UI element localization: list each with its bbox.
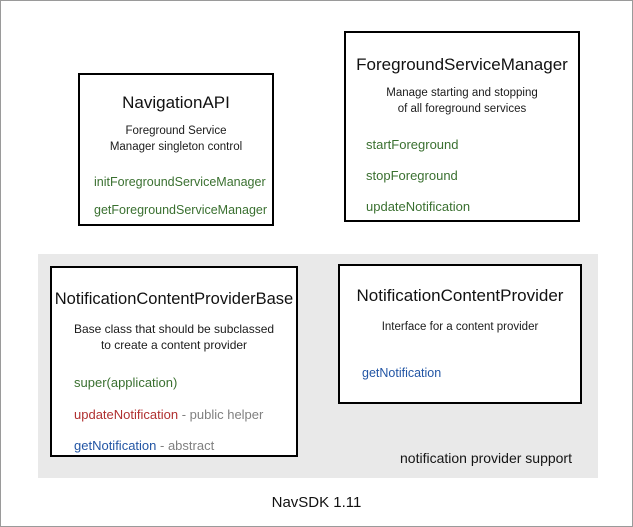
description-line: Foreground Service xyxy=(125,125,227,138)
class-title-foreground-service-manager: ForegroundServiceManager xyxy=(356,55,568,74)
group-caption: notification provider support xyxy=(400,450,572,466)
class-box-notification-content-provider-base[interactable]: NotificationContentProviderBase Base cla… xyxy=(50,266,298,457)
description-line: Base class that should be subclassed xyxy=(73,321,275,336)
method-list-notification-content-provider: getNotification xyxy=(340,366,580,381)
method-row[interactable]: getNotification - abstract xyxy=(74,438,296,454)
class-box-foreground-service-manager[interactable]: ForegroundServiceManager Manage starting… xyxy=(344,31,580,222)
method-list-navigation-api: initForegroundServiceManager getForegrou… xyxy=(80,175,272,218)
method-list-notification-content-provider-base: super(application) updateNotification - … xyxy=(52,375,296,454)
description-line: Manager singleton control xyxy=(109,140,243,153)
description-line: of all foreground services xyxy=(397,102,527,115)
method-row[interactable]: getNotification xyxy=(362,366,580,381)
class-description-navigation-api: Foreground Service Manager singleton con… xyxy=(80,124,272,155)
description-line: to create a content provider xyxy=(100,337,248,352)
class-title-notification-content-provider: NotificationContentProvider xyxy=(356,286,564,305)
class-box-navigation-api[interactable]: NavigationAPI Foreground Service Manager… xyxy=(78,73,274,226)
method-row[interactable]: updateNotification xyxy=(366,199,578,215)
method-name: getNotification xyxy=(362,365,442,380)
class-description-foreground-service-manager: Manage starting and stopping of all fore… xyxy=(346,86,578,117)
method-note: - public helper xyxy=(178,406,264,422)
footer-version-label: NavSDK 1.11 xyxy=(271,494,362,511)
method-name: super(application) xyxy=(74,375,178,391)
class-description-notification-content-provider: Interface for a content provider xyxy=(340,320,580,336)
method-row[interactable]: updateNotification - public helper xyxy=(74,407,296,423)
method-row[interactable]: super(application) xyxy=(74,375,296,391)
method-name: initForegroundServiceManager xyxy=(94,175,266,190)
method-row[interactable]: initForegroundServiceManager xyxy=(94,175,272,190)
method-list-foreground-service-manager: startForeground stopForeground updateNot… xyxy=(346,137,578,214)
method-name: getForegroundServiceManager xyxy=(94,203,268,218)
class-box-notification-content-provider[interactable]: NotificationContentProvider Interface fo… xyxy=(338,264,582,404)
method-name: updateNotification xyxy=(74,406,179,422)
method-row[interactable]: startForeground xyxy=(366,137,578,153)
class-description-notification-content-provider-base: Base class that should be subclassed to … xyxy=(52,321,296,353)
description-line: Interface for a content provider xyxy=(381,321,539,334)
method-name: startForeground xyxy=(366,137,459,153)
method-note: - abstract xyxy=(156,438,215,454)
method-row[interactable]: stopForeground xyxy=(366,168,578,184)
method-row[interactable]: getForegroundServiceManager xyxy=(94,203,272,218)
method-name: updateNotification xyxy=(366,198,471,214)
description-line: Manage starting and stopping xyxy=(386,87,538,100)
method-name: stopForeground xyxy=(366,168,458,184)
method-name: getNotification xyxy=(74,438,157,454)
class-title-navigation-api: NavigationAPI xyxy=(122,93,230,112)
class-title-notification-content-provider-base: NotificationContentProviderBase xyxy=(54,290,294,308)
